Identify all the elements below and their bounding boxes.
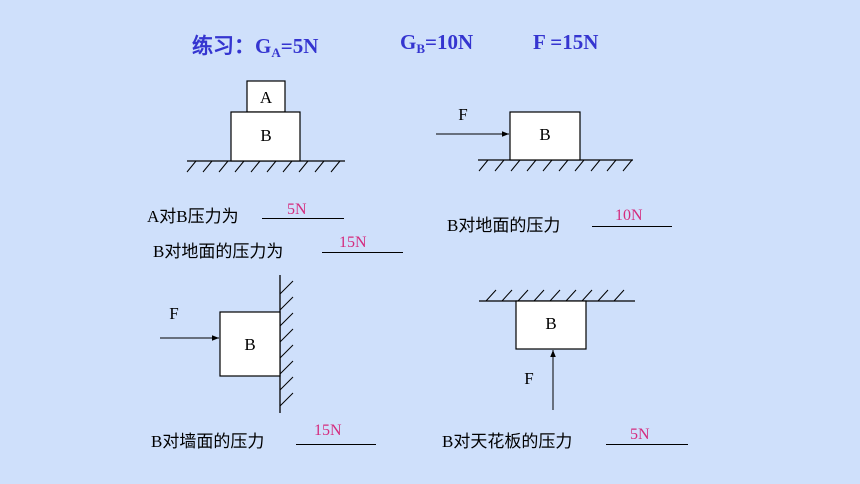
question-a-on-b-pressure: A对B压力为 [147, 207, 239, 226]
block-a [246, 80, 286, 113]
block-a-label: A [260, 88, 273, 107]
force-label: F [524, 369, 533, 388]
figure-horizontal-push: B F [436, 105, 633, 172]
answer-line [322, 252, 403, 253]
question-b-on-ground-pressure: B对地面的压力为 [153, 242, 284, 261]
block-b-label: B [244, 335, 255, 354]
answer-line [606, 444, 688, 445]
ground-hatching [478, 159, 633, 172]
title-b-value: =10N [425, 30, 474, 54]
block-b-label: B [545, 314, 556, 333]
answer-a-on-b: 5N [287, 201, 307, 218]
block-b [509, 111, 581, 161]
title-force: F =15N [533, 30, 599, 54]
block-b [515, 300, 587, 350]
title-prefix: 练习：G [192, 34, 272, 58]
answer-b-on-wall: 15N [314, 422, 342, 439]
title-gb: GB=10N [400, 30, 473, 57]
question-b-on-wall-pressure: B对墙面的压力 [151, 432, 265, 451]
block-b-label: B [539, 125, 550, 144]
title-a-sub: A [271, 45, 281, 60]
answer-b-on-ceiling: 5N [630, 426, 650, 443]
answer-line [262, 218, 344, 219]
block-b [219, 311, 281, 377]
question-b-on-ground-push: B对地面的压力 [447, 216, 561, 235]
ceiling-hatching [485, 289, 625, 302]
slide-title: 练习：GA=5N GB=10N F =15N [0, 30, 860, 60]
figure-stacked-blocks: A B [186, 80, 345, 173]
figure-wall-push: B F [160, 275, 294, 413]
answer-line [592, 226, 672, 227]
wall-hatching [279, 280, 294, 407]
title-b-sub: B [416, 41, 426, 56]
title-a-value: =5N [280, 34, 319, 58]
title-ga: 练习：GA=5N [192, 30, 318, 61]
answer-line [296, 444, 376, 445]
answer-b-on-ground-push: 10N [615, 207, 643, 224]
figure-ceiling-push: B F [479, 289, 635, 410]
block-b [230, 111, 301, 162]
force-label: F [458, 105, 467, 124]
ground-hatching [186, 160, 341, 173]
force-label: F [169, 304, 178, 323]
question-b-on-ceiling-pressure: B对天花板的压力 [442, 432, 573, 451]
title-b-main: G [400, 30, 417, 54]
answer-b-on-ground: 15N [339, 234, 367, 251]
block-b-label: B [260, 126, 271, 145]
